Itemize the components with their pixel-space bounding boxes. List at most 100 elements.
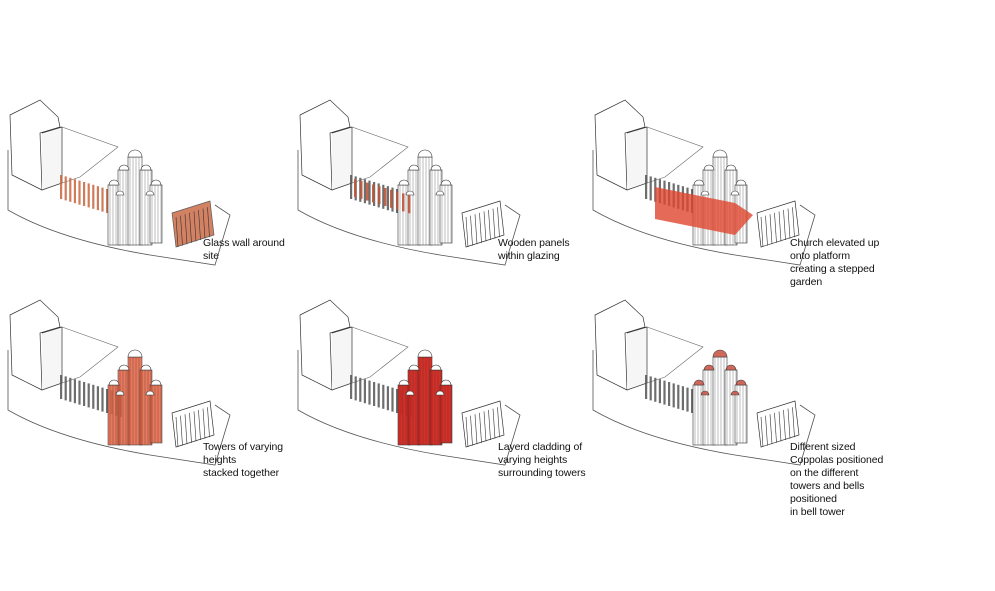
wall-strip xyxy=(83,382,85,406)
caption-towers: Towers of varying heights stacked togeth… xyxy=(203,441,300,480)
wall-strip xyxy=(659,379,661,403)
wall-strip xyxy=(350,175,352,199)
wall-strip xyxy=(65,376,67,400)
wall-strip xyxy=(88,383,90,407)
cupola xyxy=(128,150,142,157)
wood-panel xyxy=(372,184,375,202)
wall-strip xyxy=(368,381,370,405)
wall-strip xyxy=(74,379,76,403)
cupola xyxy=(704,365,714,370)
panel-glass-wall: Glass wall around site xyxy=(0,95,300,325)
wall-strip xyxy=(78,381,80,405)
wall-strip xyxy=(65,176,67,200)
panel-platform: Church elevated up onto platform creatin… xyxy=(585,95,885,325)
wall-strip xyxy=(69,178,71,202)
cupola xyxy=(418,150,432,157)
wall-strip xyxy=(373,382,375,406)
axonometric-wood-panels xyxy=(290,95,590,325)
cupola xyxy=(128,350,142,357)
wall-strip xyxy=(69,378,71,402)
wall-strip xyxy=(668,382,670,406)
wall-strip xyxy=(382,385,384,409)
left-building-face xyxy=(627,327,647,390)
cupola xyxy=(151,180,161,185)
panel-wood-panels: Wooden panels within glazing xyxy=(290,95,590,325)
roof-plane xyxy=(647,127,703,183)
roof-plane xyxy=(352,127,408,183)
axonometric-cladding xyxy=(290,295,590,525)
cupola xyxy=(141,165,151,170)
wall-strip xyxy=(391,388,393,412)
wood-panel xyxy=(402,193,405,211)
wood-panel xyxy=(384,188,387,206)
wall-strip xyxy=(663,381,665,405)
cupola xyxy=(726,165,736,170)
left-building-face xyxy=(332,127,352,190)
cupola xyxy=(441,380,451,385)
cupola xyxy=(431,165,441,170)
cupola xyxy=(399,180,409,185)
left-building-face xyxy=(627,127,647,190)
wall-strip xyxy=(92,385,94,409)
wall-strip xyxy=(364,179,366,203)
wall-strip xyxy=(101,388,103,412)
panel-towers: Towers of varying heights stacked togeth… xyxy=(0,295,300,525)
roof-plane xyxy=(62,127,118,183)
cupola xyxy=(694,380,704,385)
cupola xyxy=(713,150,727,157)
caption-cladding: Layerd cladding of varying heights surro… xyxy=(498,441,590,480)
cupola xyxy=(431,365,441,370)
cupola xyxy=(713,350,727,357)
cupola xyxy=(694,180,704,185)
left-building-face xyxy=(42,327,62,390)
wall-strip xyxy=(645,375,647,399)
wall-strip xyxy=(364,379,366,403)
cupola xyxy=(141,365,151,370)
wall-strip xyxy=(78,181,80,205)
cupola xyxy=(119,365,129,370)
wall-strip xyxy=(645,175,647,199)
wood-panel xyxy=(408,195,411,213)
wood-panel xyxy=(354,179,357,197)
wall-strip xyxy=(355,376,357,400)
wall-strip xyxy=(387,186,389,210)
wood-panel xyxy=(366,183,369,201)
cupola xyxy=(736,380,746,385)
cupola xyxy=(399,380,409,385)
cupola xyxy=(418,350,432,357)
panel-cupolas: Different sized Coppolas positioned on t… xyxy=(585,295,885,525)
wood-panel xyxy=(360,181,363,199)
caption-cupolas: Different sized Coppolas positioned on t… xyxy=(790,441,885,519)
cupola xyxy=(736,180,746,185)
wall-strip xyxy=(650,176,652,200)
wall-strip xyxy=(97,186,99,210)
wall-strip xyxy=(654,378,656,402)
wall-strip xyxy=(378,383,380,407)
cupola xyxy=(409,365,419,370)
wood-panel xyxy=(390,190,393,208)
roof-plane xyxy=(647,327,703,383)
wall-strip xyxy=(88,183,90,207)
wood-panel xyxy=(396,192,399,210)
caption-wood-panels: Wooden panels within glazing xyxy=(498,237,590,263)
wall-strip xyxy=(97,386,99,410)
wall-strip xyxy=(359,378,361,402)
wall-strip xyxy=(650,376,652,400)
caption-platform: Church elevated up onto platform creatin… xyxy=(790,237,885,289)
wall-strip xyxy=(350,375,352,399)
wall-strip xyxy=(101,188,103,212)
cupola xyxy=(441,180,451,185)
caption-glass-wall: Glass wall around site xyxy=(203,237,300,263)
wall-strip xyxy=(83,182,85,206)
axonometric-glass-wall xyxy=(0,95,300,325)
wood-panel xyxy=(378,186,381,204)
roof-plane xyxy=(352,327,408,383)
panel-cladding: Layerd cladding of varying heights surro… xyxy=(290,295,590,525)
wall-strip xyxy=(686,388,688,412)
cupola xyxy=(704,165,714,170)
cupola xyxy=(409,165,419,170)
cupola xyxy=(109,380,119,385)
left-building-face xyxy=(332,327,352,390)
cupola xyxy=(119,165,129,170)
